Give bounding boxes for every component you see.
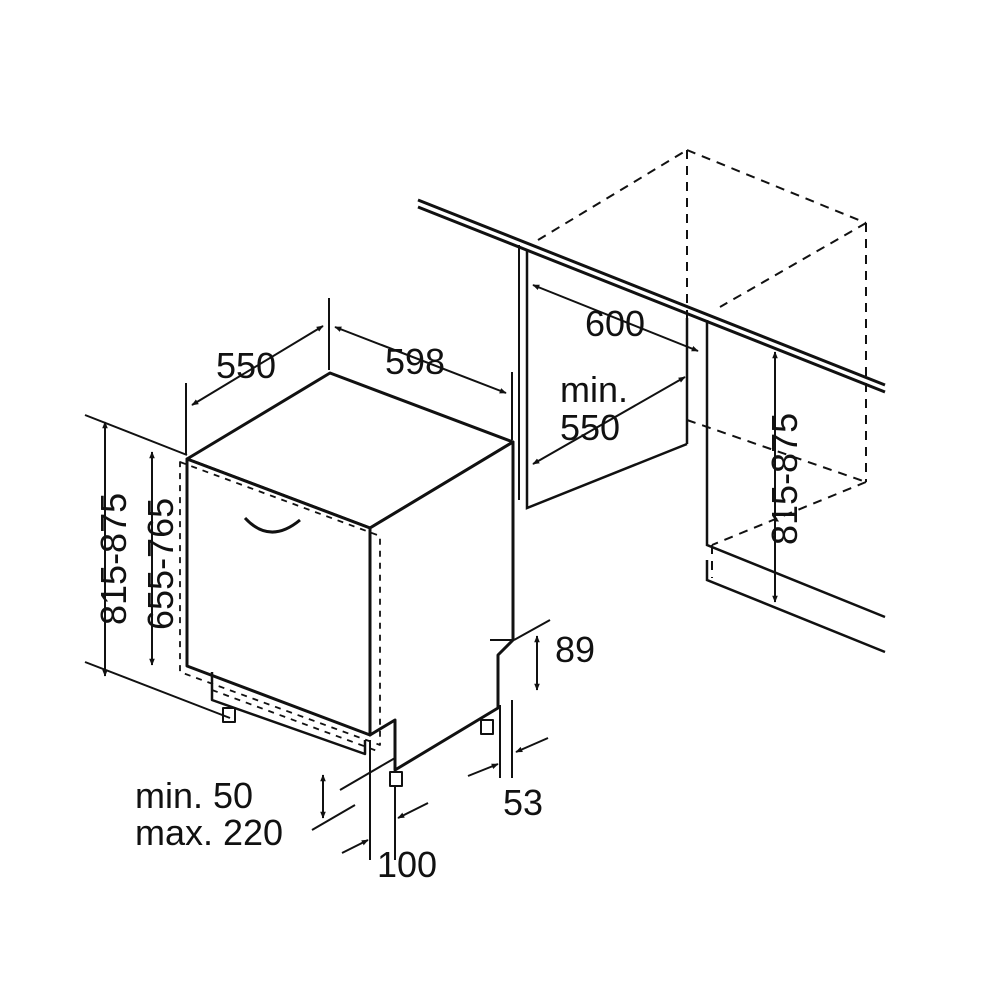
label-niche-min-line1: min.	[560, 369, 628, 410]
right-cabinet-front	[705, 560, 886, 654]
front-right-foot	[389, 771, 403, 787]
label-niche-600: 600	[585, 303, 645, 344]
door-panel-outline	[179, 461, 381, 746]
rear-foot	[480, 719, 494, 735]
label-plinth-53: 53	[503, 782, 543, 823]
plinth-front	[210, 672, 367, 756]
countertop-edge	[417, 198, 886, 387]
dim-plinth-100-left	[341, 839, 369, 854]
label-width-598: 598	[385, 341, 445, 382]
label-depth-550: 550	[216, 345, 276, 386]
dim-plinth-100-right	[397, 802, 429, 819]
dim-niche-min550-line	[532, 376, 686, 465]
label-plinth-89: 89	[555, 629, 595, 670]
plinth-dashed	[211, 689, 381, 753]
dim-plinth-53-right	[515, 737, 549, 753]
dim-width-598-line	[334, 326, 507, 394]
label-height-door: 655-765	[140, 498, 181, 630]
label-plinth-100: 100	[377, 844, 437, 885]
dim-niche-600-line	[532, 284, 699, 352]
dim-plinth-53-left	[467, 763, 499, 777]
label-niche-height: 815-875	[764, 413, 805, 545]
dishwasher	[179, 371, 515, 787]
dimension-lines	[84, 284, 778, 860]
niche-outline-dashed	[537, 149, 867, 578]
label-foot-max: max. 220	[135, 812, 283, 853]
door-panel-inner	[193, 460, 364, 526]
kitchen-niche	[417, 149, 886, 654]
dimension-labels: 550 598 815-875 655-765 600 min. 550 815…	[93, 303, 805, 885]
dishwasher-side	[368, 440, 515, 772]
right-cabinet-side	[705, 320, 886, 619]
label-foot-min: min. 50	[135, 775, 253, 816]
left-cabinet-side	[525, 250, 688, 510]
door-handle	[243, 516, 301, 534]
countertop-edge-lower	[417, 205, 886, 394]
label-height-total: 815-875	[93, 493, 134, 625]
label-niche-min-line2: 550	[560, 407, 620, 448]
dim-depth-550-line	[191, 325, 324, 406]
